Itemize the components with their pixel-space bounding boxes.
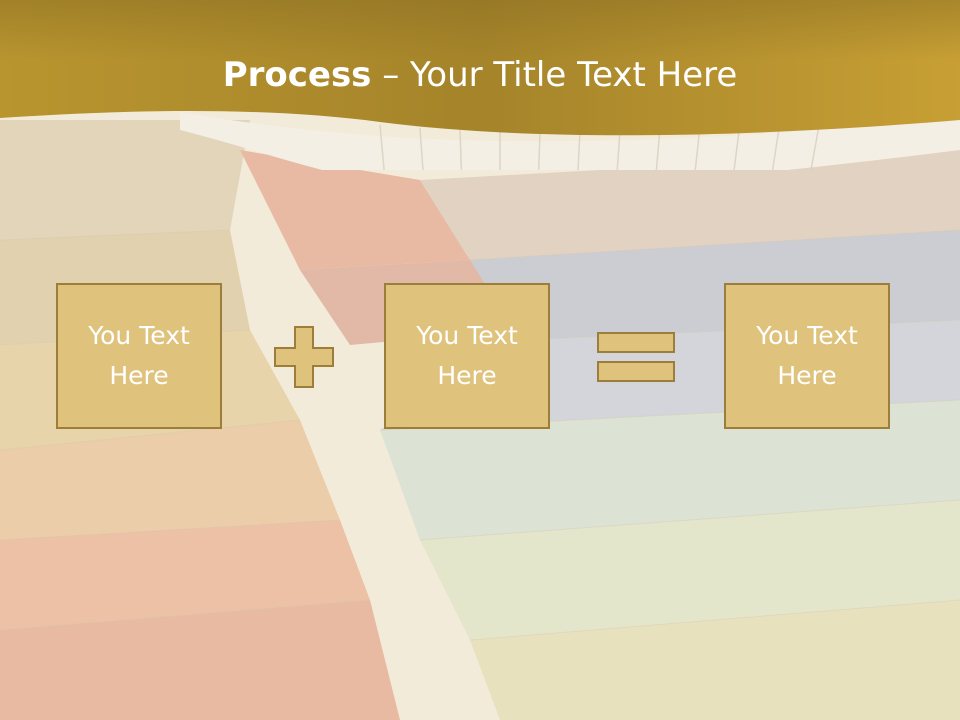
- header-band: Process – Your Title Text Here: [0, 0, 960, 170]
- page-title: Process – Your Title Text Here: [0, 52, 960, 98]
- text-box-2[interactable]: You Text Here: [384, 283, 550, 429]
- text-box-1[interactable]: You Text Here: [56, 283, 222, 429]
- title-bold: Process: [222, 55, 372, 95]
- title-rest: – Your Title Text Here: [371, 55, 738, 95]
- text-box-3[interactable]: You Text Here: [724, 283, 890, 429]
- text-box-1-label: You Text Here: [88, 321, 190, 390]
- header-wave: [0, 0, 960, 170]
- plus-icon: [274, 326, 334, 388]
- text-box-3-label: You Text Here: [756, 321, 858, 390]
- text-box-2-label: You Text Here: [416, 321, 518, 390]
- equals-icon: [597, 332, 675, 382]
